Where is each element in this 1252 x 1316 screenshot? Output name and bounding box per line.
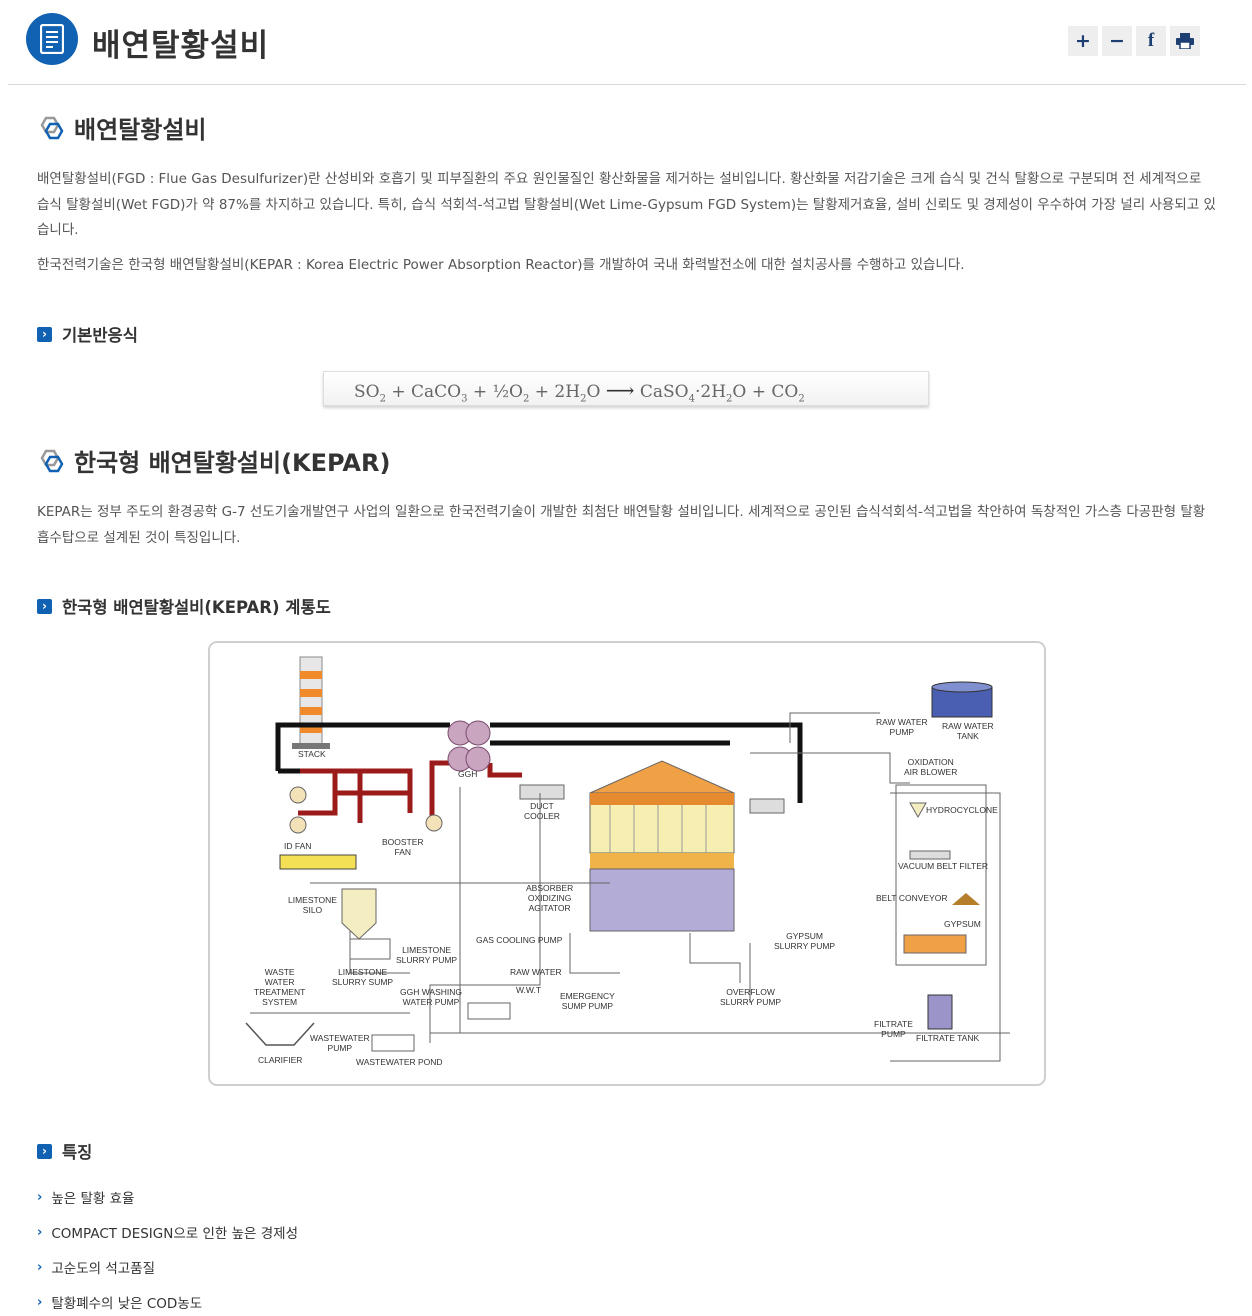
diagram-heading: › 한국형 배연탈황설비(KEPAR) 계통도 bbox=[37, 594, 331, 618]
duct-cooler bbox=[519, 784, 565, 800]
label-gypsum-slurry-pump: GYPSUM SLURRY PUMP bbox=[774, 931, 836, 951]
page-header: 배연탈황설비 + − f bbox=[0, 0, 1252, 86]
flue-gas-duct bbox=[275, 722, 803, 803]
print-button[interactable] bbox=[1170, 26, 1200, 56]
chevron-right-icon: › bbox=[37, 598, 52, 614]
reaction-heading-text: 기본반응식 bbox=[62, 326, 138, 345]
feature-item: › 탈황폐수의 낮은 COD농도 bbox=[37, 1294, 203, 1313]
label-wastewater-pond: WASTEWATER POND bbox=[356, 1057, 443, 1067]
label-ggh: GGH bbox=[458, 769, 478, 779]
label-gypsum: GYPSUM bbox=[944, 919, 981, 929]
bullet-arrow-icon: › bbox=[37, 1224, 43, 1240]
label-raw-water-pump: RAW WATER PUMP bbox=[876, 717, 928, 737]
absorber bbox=[589, 760, 735, 932]
label-filtrate-pump: FILTRATE PUMP bbox=[874, 1019, 913, 1039]
label-filtrate-tank: FILTRATE TANK bbox=[916, 1033, 980, 1043]
label-hydrocyclone: HYDROCYCLONE bbox=[926, 805, 998, 815]
label-limestone-slurry-pump: LIMESTONE SLURRY PUMP bbox=[396, 945, 458, 965]
hot-gas-duct bbox=[298, 760, 522, 823]
label-waste-water-treatment: WASTE WATER TREATMENT SYSTEM bbox=[254, 967, 306, 1007]
hexagon-icon bbox=[40, 116, 64, 139]
kepar-description: KEPAR는 정부 주도의 환경공학 G-7 선도기술개발연구 사업의 일환으로… bbox=[37, 504, 1206, 546]
feature-item: › 높은 탈황 효율 bbox=[37, 1189, 135, 1208]
label-raw-water-tank: RAW WATER TANK bbox=[942, 721, 994, 741]
label-id-fan: ID FAN bbox=[284, 841, 312, 851]
label-limestone-silo: LIMESTONE SILO bbox=[288, 895, 337, 915]
label-booster-fan: BOOSTER FAN bbox=[382, 837, 424, 857]
mist-eliminator bbox=[749, 798, 785, 814]
section-title-text: 한국형 배연탈황설비(KEPAR) bbox=[74, 449, 391, 477]
hexagon-icon bbox=[40, 449, 64, 472]
chevron-right-icon: › bbox=[37, 326, 52, 342]
bullet-arrow-icon: › bbox=[37, 1259, 43, 1275]
features-heading: › 특징 bbox=[37, 1139, 92, 1163]
label-oxidation-air-blower: OXIDATION AIR BLOWER bbox=[904, 757, 958, 777]
section-title-fgd: 배연탈황설비 bbox=[36, 110, 206, 145]
kepar-intro: 한국전력기술은 한국형 배연탈황설비(KEPAR : Korea Electri… bbox=[37, 257, 965, 273]
label-vacuum-belt-filter: VACUUM BELT FILTER bbox=[898, 861, 989, 871]
label-ggh-washing-pump: GGH WASHING WATER PUMP bbox=[400, 987, 463, 1007]
chevron-right-icon: › bbox=[37, 1143, 52, 1159]
label-limestone-slurry-sump: LIMESTONE SLURRY SUMP bbox=[332, 967, 394, 987]
header-divider bbox=[8, 84, 1246, 85]
zoom-out-button[interactable]: − bbox=[1102, 26, 1132, 56]
features-heading-text: 특징 bbox=[62, 1143, 93, 1162]
bullet-arrow-icon: › bbox=[37, 1294, 43, 1310]
print-icon bbox=[1176, 33, 1194, 49]
section-title-text: 배연탈황설비 bbox=[74, 116, 207, 144]
label-duct-cooler: DUCT COOLER bbox=[524, 801, 560, 821]
feature-item: › 고순도의 석고품질 bbox=[37, 1259, 156, 1278]
label-clarifier: CLARIFIER bbox=[258, 1055, 303, 1065]
label-absorber: ABSORBER OXIDIZING AGITATOR bbox=[526, 883, 574, 913]
facebook-share-button[interactable]: f bbox=[1136, 26, 1166, 56]
document-icon bbox=[26, 13, 78, 65]
zoom-in-button[interactable]: + bbox=[1068, 26, 1098, 56]
raw-water-tank bbox=[931, 681, 993, 718]
reaction-formula: SO2 + CaCO3 + ½O2 + 2H2O ⟶ CaSO4·2H2O + … bbox=[323, 371, 929, 406]
label-wastewater-pump: WASTEWATER PUMP bbox=[310, 1033, 370, 1053]
feature-item: › COMPACT DESIGN으로 인한 높은 경제성 bbox=[37, 1224, 298, 1243]
page-title: 배연탈황설비 bbox=[92, 28, 270, 64]
label-stack: STACK bbox=[298, 749, 326, 759]
kepar-system-diagram: STACK GGH DUCT COOLER ID FAN BOOSTER FAN… bbox=[208, 641, 1046, 1086]
section-title-kepar: 한국형 배연탈황설비(KEPAR) bbox=[36, 443, 390, 478]
gypsum-dewatering-box bbox=[895, 784, 987, 966]
ggh bbox=[447, 720, 491, 772]
label-raw-water-tag: RAW WATER bbox=[510, 967, 562, 977]
label-belt-conveyor: BELT CONVEYOR bbox=[876, 893, 948, 903]
label-gas-cooling-pump: GAS COOLING PUMP bbox=[476, 935, 563, 945]
label-overflow-slurry-pump: OVERFLOW SLURRY PUMP bbox=[720, 987, 782, 1007]
diagram-heading-text: 한국형 배연탈황설비(KEPAR) 계통도 bbox=[62, 598, 331, 617]
fgd-description: 배연탈황설비(FGD : Flue Gas Desulfurizer)란 산성비… bbox=[37, 171, 1216, 238]
stack bbox=[292, 656, 330, 749]
label-emergency-sump-pump: EMERGENCY SUMP PUMP bbox=[560, 991, 615, 1011]
reaction-heading: › 기본반응식 bbox=[37, 322, 138, 346]
fans bbox=[289, 786, 443, 834]
bullet-arrow-icon: › bbox=[37, 1189, 43, 1205]
toolbar: + − f bbox=[1068, 26, 1200, 56]
label-wwt-tag: W.W.T bbox=[516, 985, 542, 995]
